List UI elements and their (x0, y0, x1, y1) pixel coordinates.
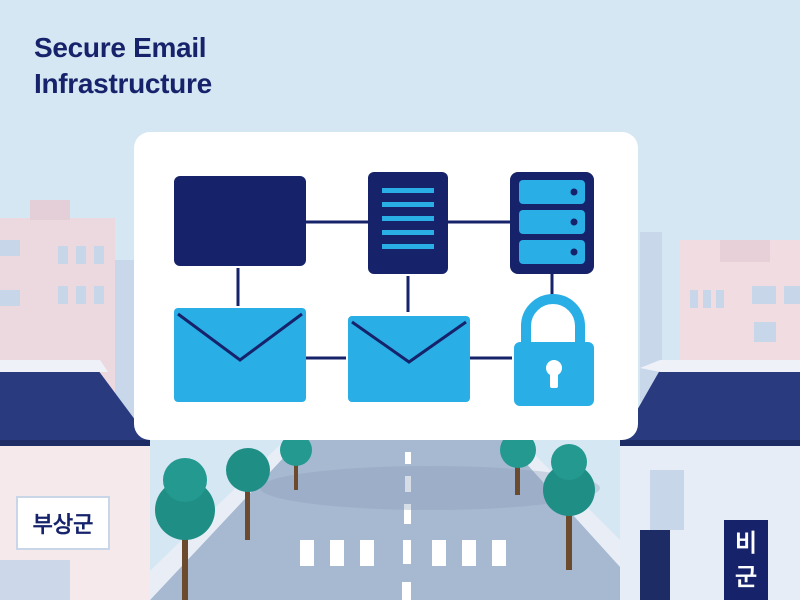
network-diagram-card (134, 132, 638, 440)
document-icon (368, 172, 448, 274)
right-house (620, 360, 800, 600)
shop-sign-right: 비 군 (724, 520, 768, 600)
server-icon (510, 172, 594, 274)
page-title: Secure Email Infrastructure (34, 30, 212, 102)
connector-lines (236, 220, 554, 360)
envelope-icon (174, 308, 306, 402)
envelope-icon (348, 316, 470, 402)
monitor-icon (174, 176, 306, 266)
shop-sign-left: 부상군 (16, 496, 110, 550)
padlock-icon (514, 294, 594, 406)
title-line-2: Infrastructure (34, 68, 212, 99)
sign-char-1: 비 (734, 529, 758, 557)
sign-char-2: 군 (734, 563, 758, 591)
title-line-1: Secure Email (34, 32, 207, 63)
trees (155, 432, 595, 600)
crosswalk (300, 540, 506, 566)
